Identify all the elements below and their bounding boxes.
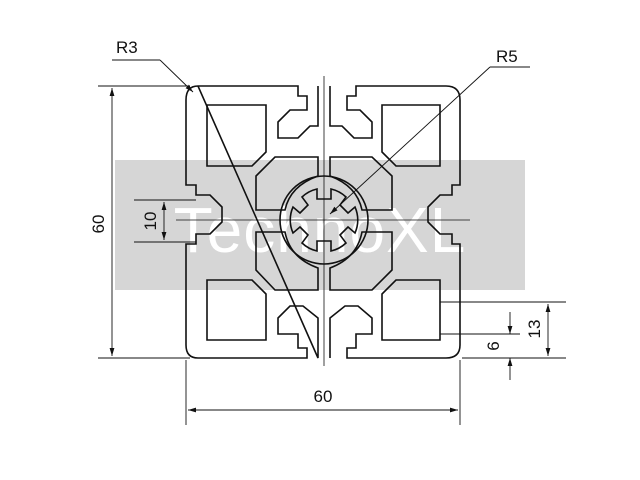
web-bottom-right [329,231,393,291]
label-height: 60 [89,215,108,234]
r3-leader [159,59,194,93]
watermark: TechnoXL [115,160,525,290]
corner-hollow-bottom-left [206,279,267,341]
label-offset-small: 6 [484,341,503,350]
label-width: 60 [314,387,333,406]
web-bottom-left [255,231,319,291]
center-lines [176,76,470,366]
dimension-labels: R3 R5 60 60 10 6 13 [89,38,544,406]
corner-hollow-top-right [381,104,441,167]
dimension-lines [98,59,566,425]
label-r3: R3 [116,38,138,57]
label-slot-width: 10 [141,212,160,231]
corner-hollow-top-left [206,104,267,167]
r5-leader [329,66,491,215]
center-bore-splined [289,187,359,253]
label-offset-large: 13 [525,320,544,339]
label-r5: R5 [496,47,518,66]
corner-hollow-bottom-right [381,279,441,341]
watermark-text: TechnoXL [174,194,467,266]
profile-outline [185,85,461,359]
watermark-band [115,160,525,290]
